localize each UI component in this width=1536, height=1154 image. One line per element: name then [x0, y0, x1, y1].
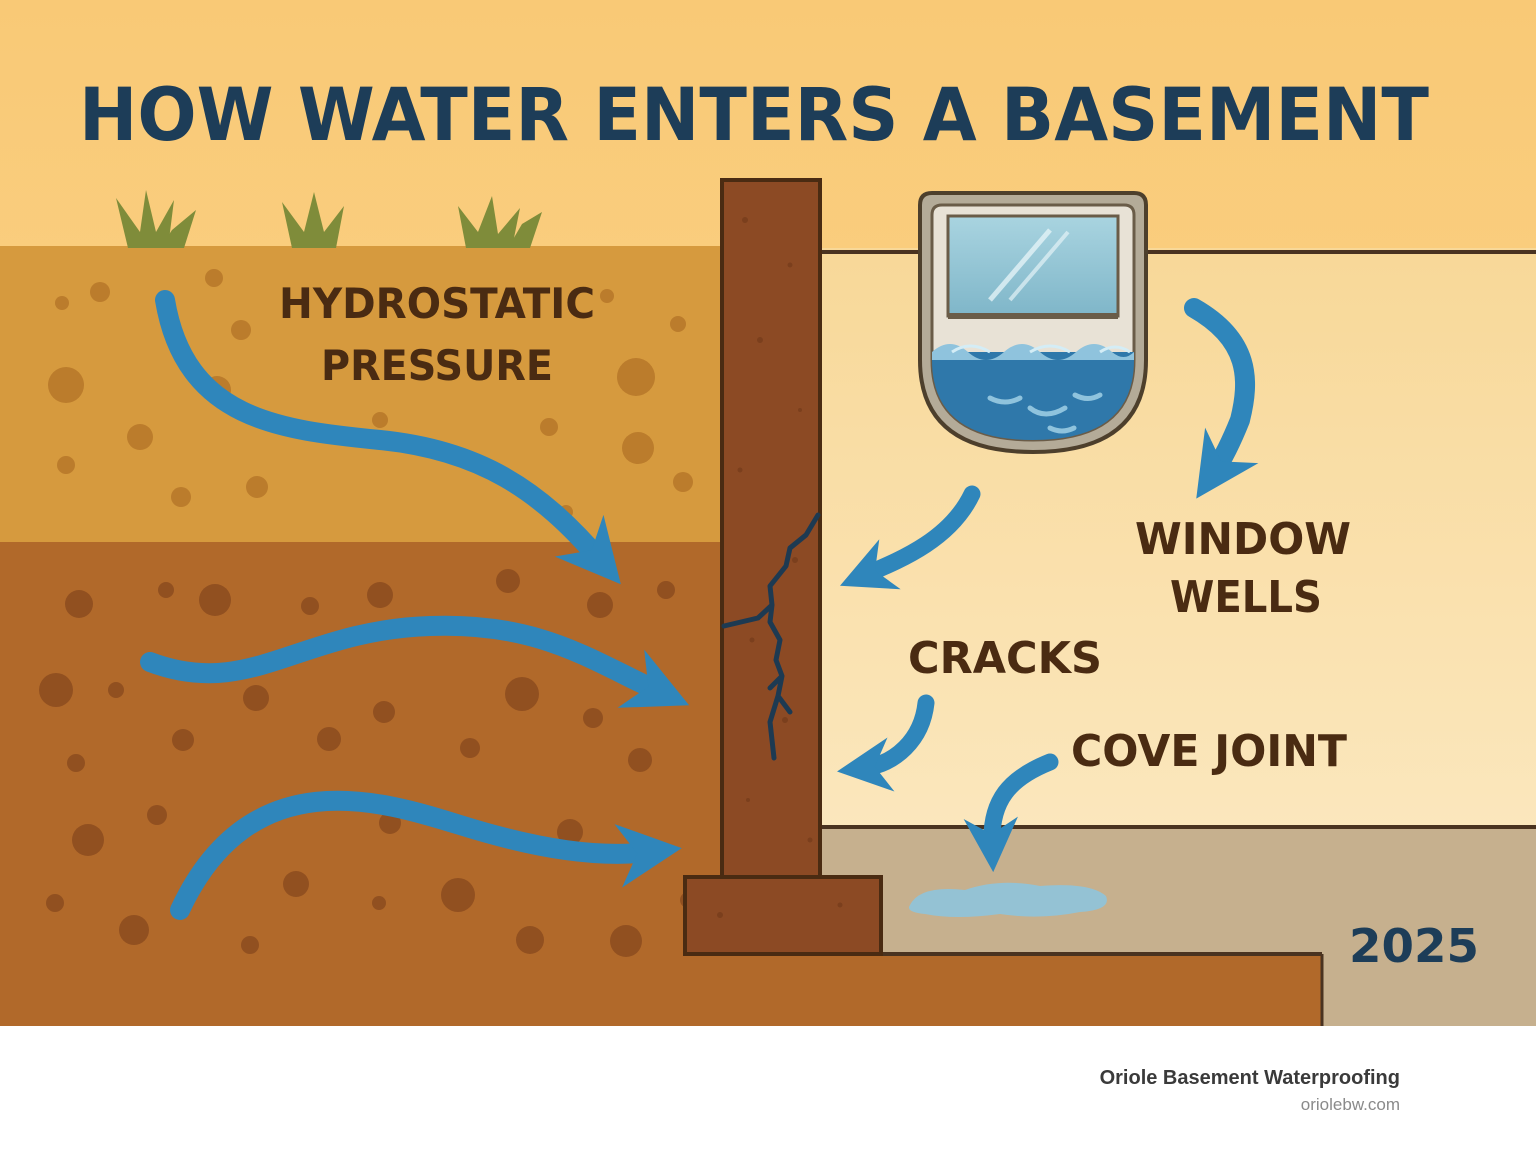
- cove-joint-puddle: [909, 882, 1107, 917]
- arrow-cove-joint: [963, 753, 1059, 873]
- diagram-title: HOW WATER ENTERS A BASEMENT: [79, 73, 1429, 158]
- arrow-window-2: [839, 485, 981, 590]
- grass-tufts: [116, 190, 542, 248]
- soil-under-floor: [0, 954, 1322, 1026]
- label-window-line1: WINDOW: [1135, 514, 1351, 565]
- website-link[interactable]: oriolebw.com: [1300, 1095, 1400, 1114]
- water-arrows: [140, 290, 1259, 920]
- foundation-wall: [720, 178, 822, 880]
- wall-crack: [721, 512, 821, 761]
- wall-texture: [717, 217, 843, 918]
- soil-pebbles-lower: [39, 569, 696, 957]
- water-entry-diagram: HOW WATER ENTERS A BASEMENT HYDROSTATIC …: [0, 0, 1536, 1026]
- window-well: [918, 191, 1148, 455]
- label-cracks: CRACKS: [908, 633, 1102, 684]
- arrow-hydrostatic-1: [155, 290, 621, 585]
- year-label: 2025: [1349, 919, 1479, 973]
- company-name: Oriole Basement Waterproofing: [1099, 1067, 1400, 1089]
- window-glass: [946, 214, 1120, 318]
- label-cove-joint: COVE JOINT: [1071, 726, 1347, 777]
- arrow-cracks: [837, 694, 935, 792]
- arrow-window-1: [1184, 298, 1259, 499]
- arrow-hydrostatic-3: [170, 790, 682, 920]
- footing: [683, 875, 883, 956]
- label-window-line2: WELLS: [1170, 572, 1322, 623]
- label-hydrostatic-line2: PRESSURE: [321, 341, 553, 390]
- label-hydrostatic-line1: HYDROSTATIC: [279, 279, 595, 328]
- arrow-hydrostatic-2: [140, 615, 690, 708]
- soil-lower-layer: [0, 542, 722, 1026]
- credits: Oriole Basement Waterproofing oriolebw.c…: [1100, 1064, 1400, 1118]
